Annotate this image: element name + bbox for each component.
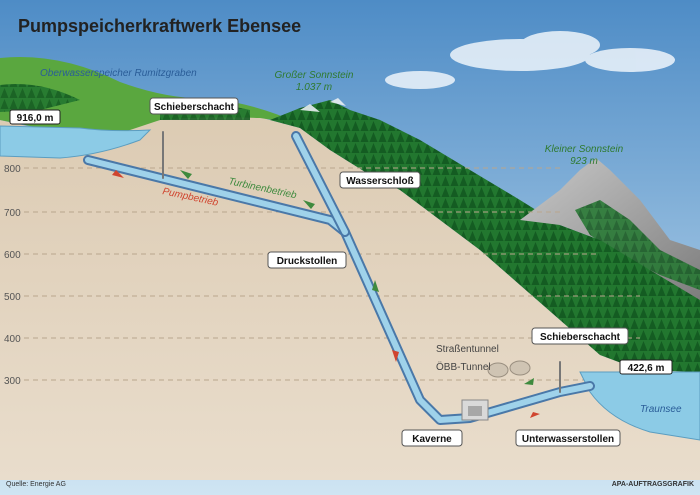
elevation-tick-400: 400 <box>4 334 21 345</box>
upper-reservoir-label-line1: Oberwasserspeicher Rumitzgraben <box>40 68 197 79</box>
schieberschacht-top-label: Schieberschacht <box>154 102 235 113</box>
druckstollen-label: Druckstollen <box>277 256 338 267</box>
lower-level-value: 422,6 m <box>628 363 665 374</box>
kaverne-box <box>401 429 463 447</box>
elevation-tick-800: 800 <box>4 164 21 175</box>
diagram-title: Pumpspeicherkraftwerk Ebensee <box>18 16 301 36</box>
upper-reservoir-water <box>0 125 152 159</box>
wasserschloss-box <box>339 171 421 189</box>
traunsee-label: Traunsee <box>640 404 682 415</box>
schieberschacht-bottom-label: Schieberschacht <box>540 332 621 343</box>
road-rail-tunnels <box>487 360 531 378</box>
kleiner-sonnstein-name: Kleiner Sonnstein <box>545 144 624 155</box>
left-forest <box>0 84 80 112</box>
credit-note: APA-AUFTRAGSGRAFIK <box>612 481 694 488</box>
elevation-tick-300: 300 <box>4 376 21 387</box>
wasserschloss-label: Wasserschloß <box>346 176 413 187</box>
kleiner-sonnstein-forest <box>575 200 700 290</box>
elevation-tick-700: 700 <box>4 208 21 219</box>
oebb-tunnel-label: ÖBB-Tunnel <box>436 361 491 373</box>
source-note: Quelle: Energie AG <box>6 481 66 488</box>
unterwasserstollen-box <box>515 429 621 447</box>
elevation-tick-600: 600 <box>4 250 21 261</box>
pump-flow-arrows <box>112 170 540 418</box>
elevation-tick-500: 500 <box>4 292 21 303</box>
turbine-flow-arrows <box>180 170 534 385</box>
clouds <box>385 31 675 89</box>
upper-level-value: 916,0 m <box>17 113 54 124</box>
grosser-sonnstein-height: 1.037 m <box>296 82 332 93</box>
druckstollen-box <box>267 251 347 269</box>
kaverne-label: Kaverne <box>412 434 452 445</box>
peak-snow <box>300 98 346 112</box>
kaverne-machinery <box>461 399 489 421</box>
schieberschacht-top-box <box>149 97 239 115</box>
lower-level-box <box>619 359 673 375</box>
left-hills <box>0 57 300 140</box>
tunnel-system <box>83 131 595 425</box>
schieberschacht-bottom-box <box>531 327 629 345</box>
traunsee-water <box>579 371 700 441</box>
elevation-tick-labels: 800 700 600 500 400 300 <box>4 164 21 387</box>
unterwasserstollen-label: Unterwasserstollen <box>522 434 614 445</box>
upper-level-box <box>9 109 61 125</box>
strassentunnel-label: Straßentunnel <box>436 344 499 355</box>
grosser-sonnstein-name: Großer Sonnstein <box>275 70 354 81</box>
kleiner-sonnstein-height: 923 m <box>570 156 598 167</box>
